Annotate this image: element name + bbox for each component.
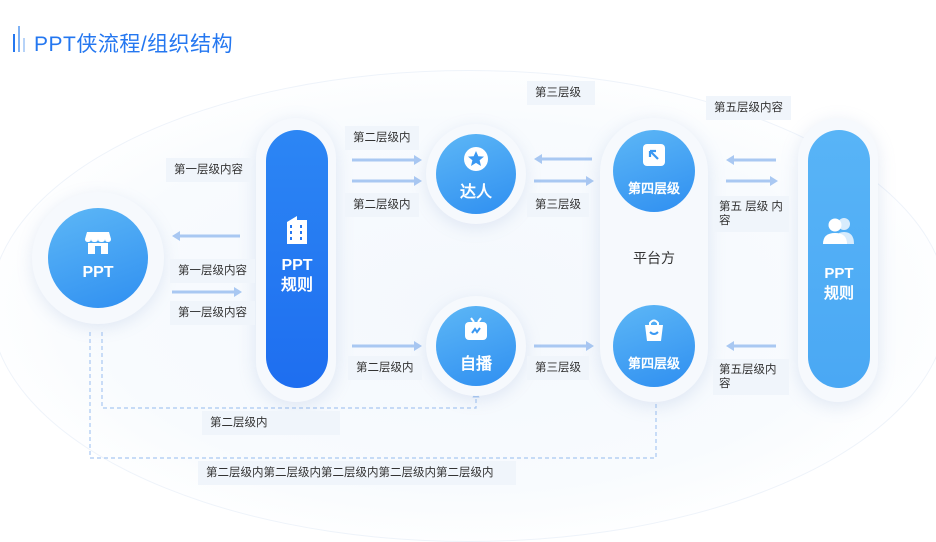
shopping-bag-icon — [645, 319, 663, 341]
level4-bottom-node[interactable]: 第四层级 — [613, 305, 695, 387]
ppt-node[interactable]: PPT — [48, 208, 148, 308]
zibo-node[interactable]: 自播 — [436, 306, 516, 386]
rules-left-label-1: PPT — [281, 257, 313, 274]
star-badge-icon — [464, 147, 488, 171]
label-l2-top-a: 第二层级内 — [345, 126, 419, 150]
label-l1-bot: 第一层级内容 — [170, 301, 255, 325]
level4-bottom-label: 第四层级 — [627, 356, 680, 371]
tv-icon — [465, 317, 487, 340]
title-bars-icon — [13, 26, 25, 52]
label-l2-top-b: 第二层级内 — [345, 193, 419, 217]
label-l5-bottom: 第五层级内容 — [713, 359, 789, 395]
platform-label: 平台方 — [633, 250, 675, 266]
users-icon — [823, 218, 854, 244]
zibo-label: 自播 — [459, 356, 492, 373]
store-icon — [85, 232, 111, 254]
rules-right-label-2: 规则 — [823, 285, 854, 302]
daren-node[interactable]: 达人 — [436, 134, 516, 214]
label-l3-mid: 第三层级 — [527, 193, 589, 217]
label-l2-long: 第二层级内第二层级内第二层级内第二层级内第二层级内 — [198, 461, 516, 485]
level4-top-label: 第四层级 — [627, 181, 680, 196]
rules-right-label-1: PPT — [824, 265, 854, 282]
label-l5-top: 第五层级内容 — [706, 96, 791, 120]
building-icon — [287, 216, 307, 244]
label-l3-top: 第三层级 — [527, 81, 595, 105]
label-l1-mid: 第一层级内容 — [170, 259, 255, 283]
daren-label: 达人 — [459, 184, 492, 201]
label-l1-top: 第一层级内容 — [166, 158, 251, 182]
label-l2-bottom: 第二层级内 — [348, 356, 422, 380]
arrow-set — [172, 154, 778, 351]
connector-lines — [89, 332, 660, 459]
rules-left-label-2: 规则 — [280, 277, 313, 294]
label-l2-loop: 第二层级内 — [202, 411, 340, 435]
page-title: PPT侠流程/组织结构 — [34, 33, 234, 56]
ppt-label: PPT — [82, 264, 114, 281]
rules-right-node[interactable]: PPT 规则 — [808, 130, 870, 388]
arrow-box-icon — [643, 144, 665, 166]
label-l3-bottom: 第三层级 — [527, 356, 589, 380]
label-l5-mid: 第五 层级 内容 — [713, 196, 789, 232]
level4-top-node[interactable]: 第四层级 — [613, 130, 695, 212]
rules-left-node[interactable]: PPT 规则 — [266, 130, 328, 388]
